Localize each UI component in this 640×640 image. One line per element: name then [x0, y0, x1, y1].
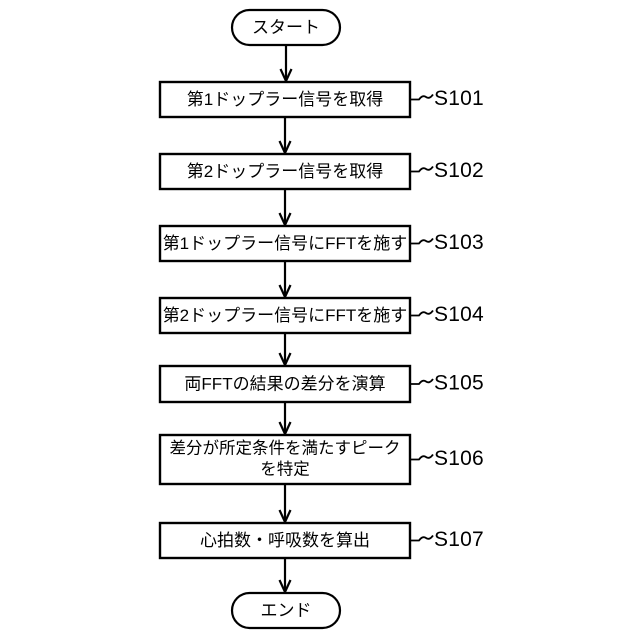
end-terminator-shape — [230, 591, 342, 630]
process-node-s105-text: 両FFTの結果の差分を演算 — [184, 374, 385, 393]
process-node-s103-text: 第1ドップラー信号にFFTを施す — [163, 234, 408, 253]
step-label-s101: S101 — [434, 87, 484, 110]
tilde-connector-s105 — [410, 378, 434, 385]
process-node-s106: 差分が所定条件を満たすピーク を特定 S106 — [158, 433, 484, 486]
process-node-s102: 第2ドップラー信号を取得 S102 — [158, 152, 484, 191]
connector-s107-to-end — [278, 558, 292, 595]
start-terminator-label: スタート — [252, 18, 320, 37]
process-node-s101-shape — [158, 80, 412, 119]
process-node-s101: 第1ドップラー信号を取得 S101 — [158, 80, 484, 119]
step-label-s105: S105 — [434, 372, 484, 395]
process-node-s104-text: 第2ドップラー信号にFFTを施す — [163, 306, 408, 325]
connector-s106-to-s107 — [278, 484, 292, 525]
connector-s103-to-s104 — [278, 261, 292, 300]
connector-s101-to-s102 — [278, 117, 292, 156]
step-label-s103: S103 — [434, 231, 484, 254]
process-node-s101-text: 第1ドップラー信号を取得 — [187, 90, 383, 109]
connector-s102-to-s103 — [278, 189, 292, 228]
tilde-connector-s104 — [410, 309, 434, 317]
process-node-s102-text: 第2ドップラー信号を取得 — [187, 162, 383, 181]
tilde-connector-s102 — [410, 165, 434, 173]
tilde-connector-s101 — [410, 93, 434, 101]
step-label-s102: S102 — [434, 159, 484, 182]
start-terminator: スタート — [230, 8, 342, 47]
process-node-s104: 第2ドップラー信号にFFTを施す S104 — [158, 296, 484, 335]
end-terminator: エンド — [230, 591, 342, 630]
process-node-s107: 心拍数・呼吸数を算出 S107 — [158, 521, 484, 560]
step-label-s104: S104 — [434, 303, 484, 326]
step-label-s106: S106 — [434, 447, 484, 470]
process-node-s105: 両FFTの結果の差分を演算 S105 — [158, 364, 484, 404]
tilde-connector-s106 — [410, 453, 434, 461]
process-node-s106-text-line2: を特定 — [260, 459, 310, 478]
process-node-s107-text: 心拍数・呼吸数を算出 — [200, 531, 370, 550]
process-node-s106-text-line1: 差分が所定条件を満たすピーク — [170, 438, 401, 457]
step-label-s107: S107 — [434, 528, 484, 551]
end-terminator-label: エンド — [261, 601, 312, 620]
connector-s105-to-s106 — [278, 402, 292, 437]
process-node-s103: 第1ドップラー信号にFFTを施す S103 — [158, 224, 484, 263]
connector-s104-to-s105 — [278, 333, 292, 368]
connector-start-to-s101 — [279, 45, 293, 84]
tilde-connector-s103 — [410, 237, 434, 245]
tilde-connector-s107 — [410, 534, 434, 542]
process-node-s107-shape — [158, 521, 412, 560]
